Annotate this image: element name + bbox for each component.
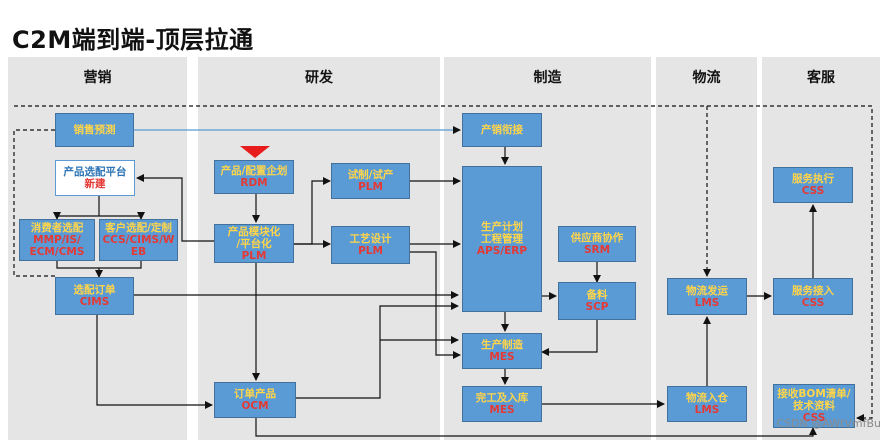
node-sales-forecast: 销售预测: [55, 113, 134, 147]
node-logistics-ship-label: 物流发运: [686, 284, 728, 297]
node-product-planning: 产品/配置企划 RDM: [214, 160, 294, 194]
node-process-design-label: 工艺设计: [349, 233, 392, 245]
node-modularization-label: 产品模块化 /平台化: [227, 225, 281, 250]
node-service-access-code: CSS: [801, 296, 825, 309]
node-logistics-inbound: 物流入仓 LMS: [667, 386, 747, 422]
node-completion-storage: 完工及入库 MES: [462, 386, 542, 422]
node-process-design-code: PLM: [358, 245, 383, 257]
node-supplier-collab: 供应商协作 SRM: [558, 226, 636, 262]
node-product-planning-code: RDM: [240, 177, 268, 189]
column-header-logistics: 物流: [656, 57, 757, 97]
column-header-manufacturing: 制造: [444, 57, 651, 97]
node-process-design: 工艺设计 PLM: [331, 226, 410, 264]
node-consumer-config: 消费者选配 MMP/IS/ ECM/CMS: [19, 219, 95, 261]
node-production-plan: 生产计划 工程管理 APS/ERP: [462, 166, 542, 312]
node-customer-config: 客户选配/定制 CCS/CIMS/W EB: [99, 219, 178, 261]
node-completion-storage-label: 完工及入库: [475, 392, 529, 404]
node-logistics-inbound-code: LMS: [694, 404, 720, 416]
node-order-product-code: OCM: [241, 400, 269, 412]
node-completion-storage-code: MES: [489, 404, 515, 416]
node-production-mfg-label: 生产制造: [481, 339, 523, 351]
node-service-exec-code: CSS: [801, 185, 825, 197]
node-config-order-label: 选配订单: [73, 284, 116, 296]
node-consumer-config-label: 消费者选配: [30, 222, 84, 234]
node-materials-label: 备料: [586, 289, 608, 301]
node-product-platform-code: 新建: [84, 178, 106, 190]
node-order-product: 订单产品 OCM: [214, 382, 296, 418]
node-modularization: 产品模块化 /平台化 PLM: [214, 224, 294, 263]
column-header-marketing: 营销: [8, 57, 187, 97]
column-header-service: 客服: [762, 57, 880, 97]
node-service-exec-label: 服务执行: [792, 173, 834, 185]
node-materials-code: SCP: [585, 301, 609, 313]
node-product-planning-label: 产品/配置企划: [220, 165, 288, 177]
node-trial-production-label: 试制/试产: [347, 169, 394, 181]
node-production-mfg: 生产制造 MES: [462, 333, 542, 369]
node-production-plan-code: APS/ERP: [476, 245, 528, 257]
node-trial-production-code: PLM: [358, 181, 383, 193]
node-supplier-collab-label: 供应商协作: [570, 232, 624, 244]
node-logistics-inbound-label: 物流入仓: [686, 392, 728, 404]
node-production-mfg-code: MES: [489, 351, 515, 363]
node-product-platform-label: 产品选配平台: [63, 166, 127, 178]
node-modularization-code: PLM: [241, 249, 267, 262]
column-header-rnd: 研发: [198, 57, 440, 97]
node-supplier-collab-code: SRM: [583, 244, 611, 256]
node-trial-production: 试制/试产 PLM: [331, 163, 410, 199]
node-config-order-code: CIMS: [79, 296, 110, 308]
watermark: CSDN @AWtVmfBu: [776, 417, 881, 430]
node-service-access: 服务接入 CSS: [773, 278, 853, 315]
node-bom-receive-code: CSS: [802, 412, 826, 424]
node-bom-receive: 接收BOM清单/ 技术资料 CSS: [773, 384, 855, 428]
node-config-order: 选配订单 CIMS: [55, 277, 134, 315]
node-customer-config-label: 客户选配/定制: [105, 222, 172, 234]
node-order-product-label: 订单产品: [234, 388, 276, 400]
node-customer-config-code: CCS/CIMS/W EB: [102, 234, 175, 258]
page-title: C2M端到端-顶层拉通: [12, 26, 254, 54]
node-service-exec: 服务执行 CSS: [773, 167, 853, 203]
node-consumer-config-code: MMP/IS/ ECM/CMS: [29, 234, 85, 258]
column-band-service: [762, 57, 880, 440]
node-sales-link-label: 产销衔接: [481, 124, 523, 136]
node-logistics-ship-code: LMS: [694, 296, 720, 309]
node-product-platform: 产品选配平台 新建: [55, 160, 135, 196]
node-sales-forecast-label: 销售预测: [73, 124, 116, 136]
node-sales-link: 产销衔接: [462, 113, 542, 147]
node-bom-receive-label: 接收BOM清单/ 技术资料: [777, 388, 851, 412]
node-logistics-ship: 物流发运 LMS: [667, 278, 747, 315]
node-materials: 备料 SCP: [558, 282, 636, 320]
node-production-plan-label: 生产计划 工程管理: [481, 221, 523, 245]
node-service-access-label: 服务接入: [792, 284, 834, 297]
column-band-logistics: [656, 57, 757, 440]
